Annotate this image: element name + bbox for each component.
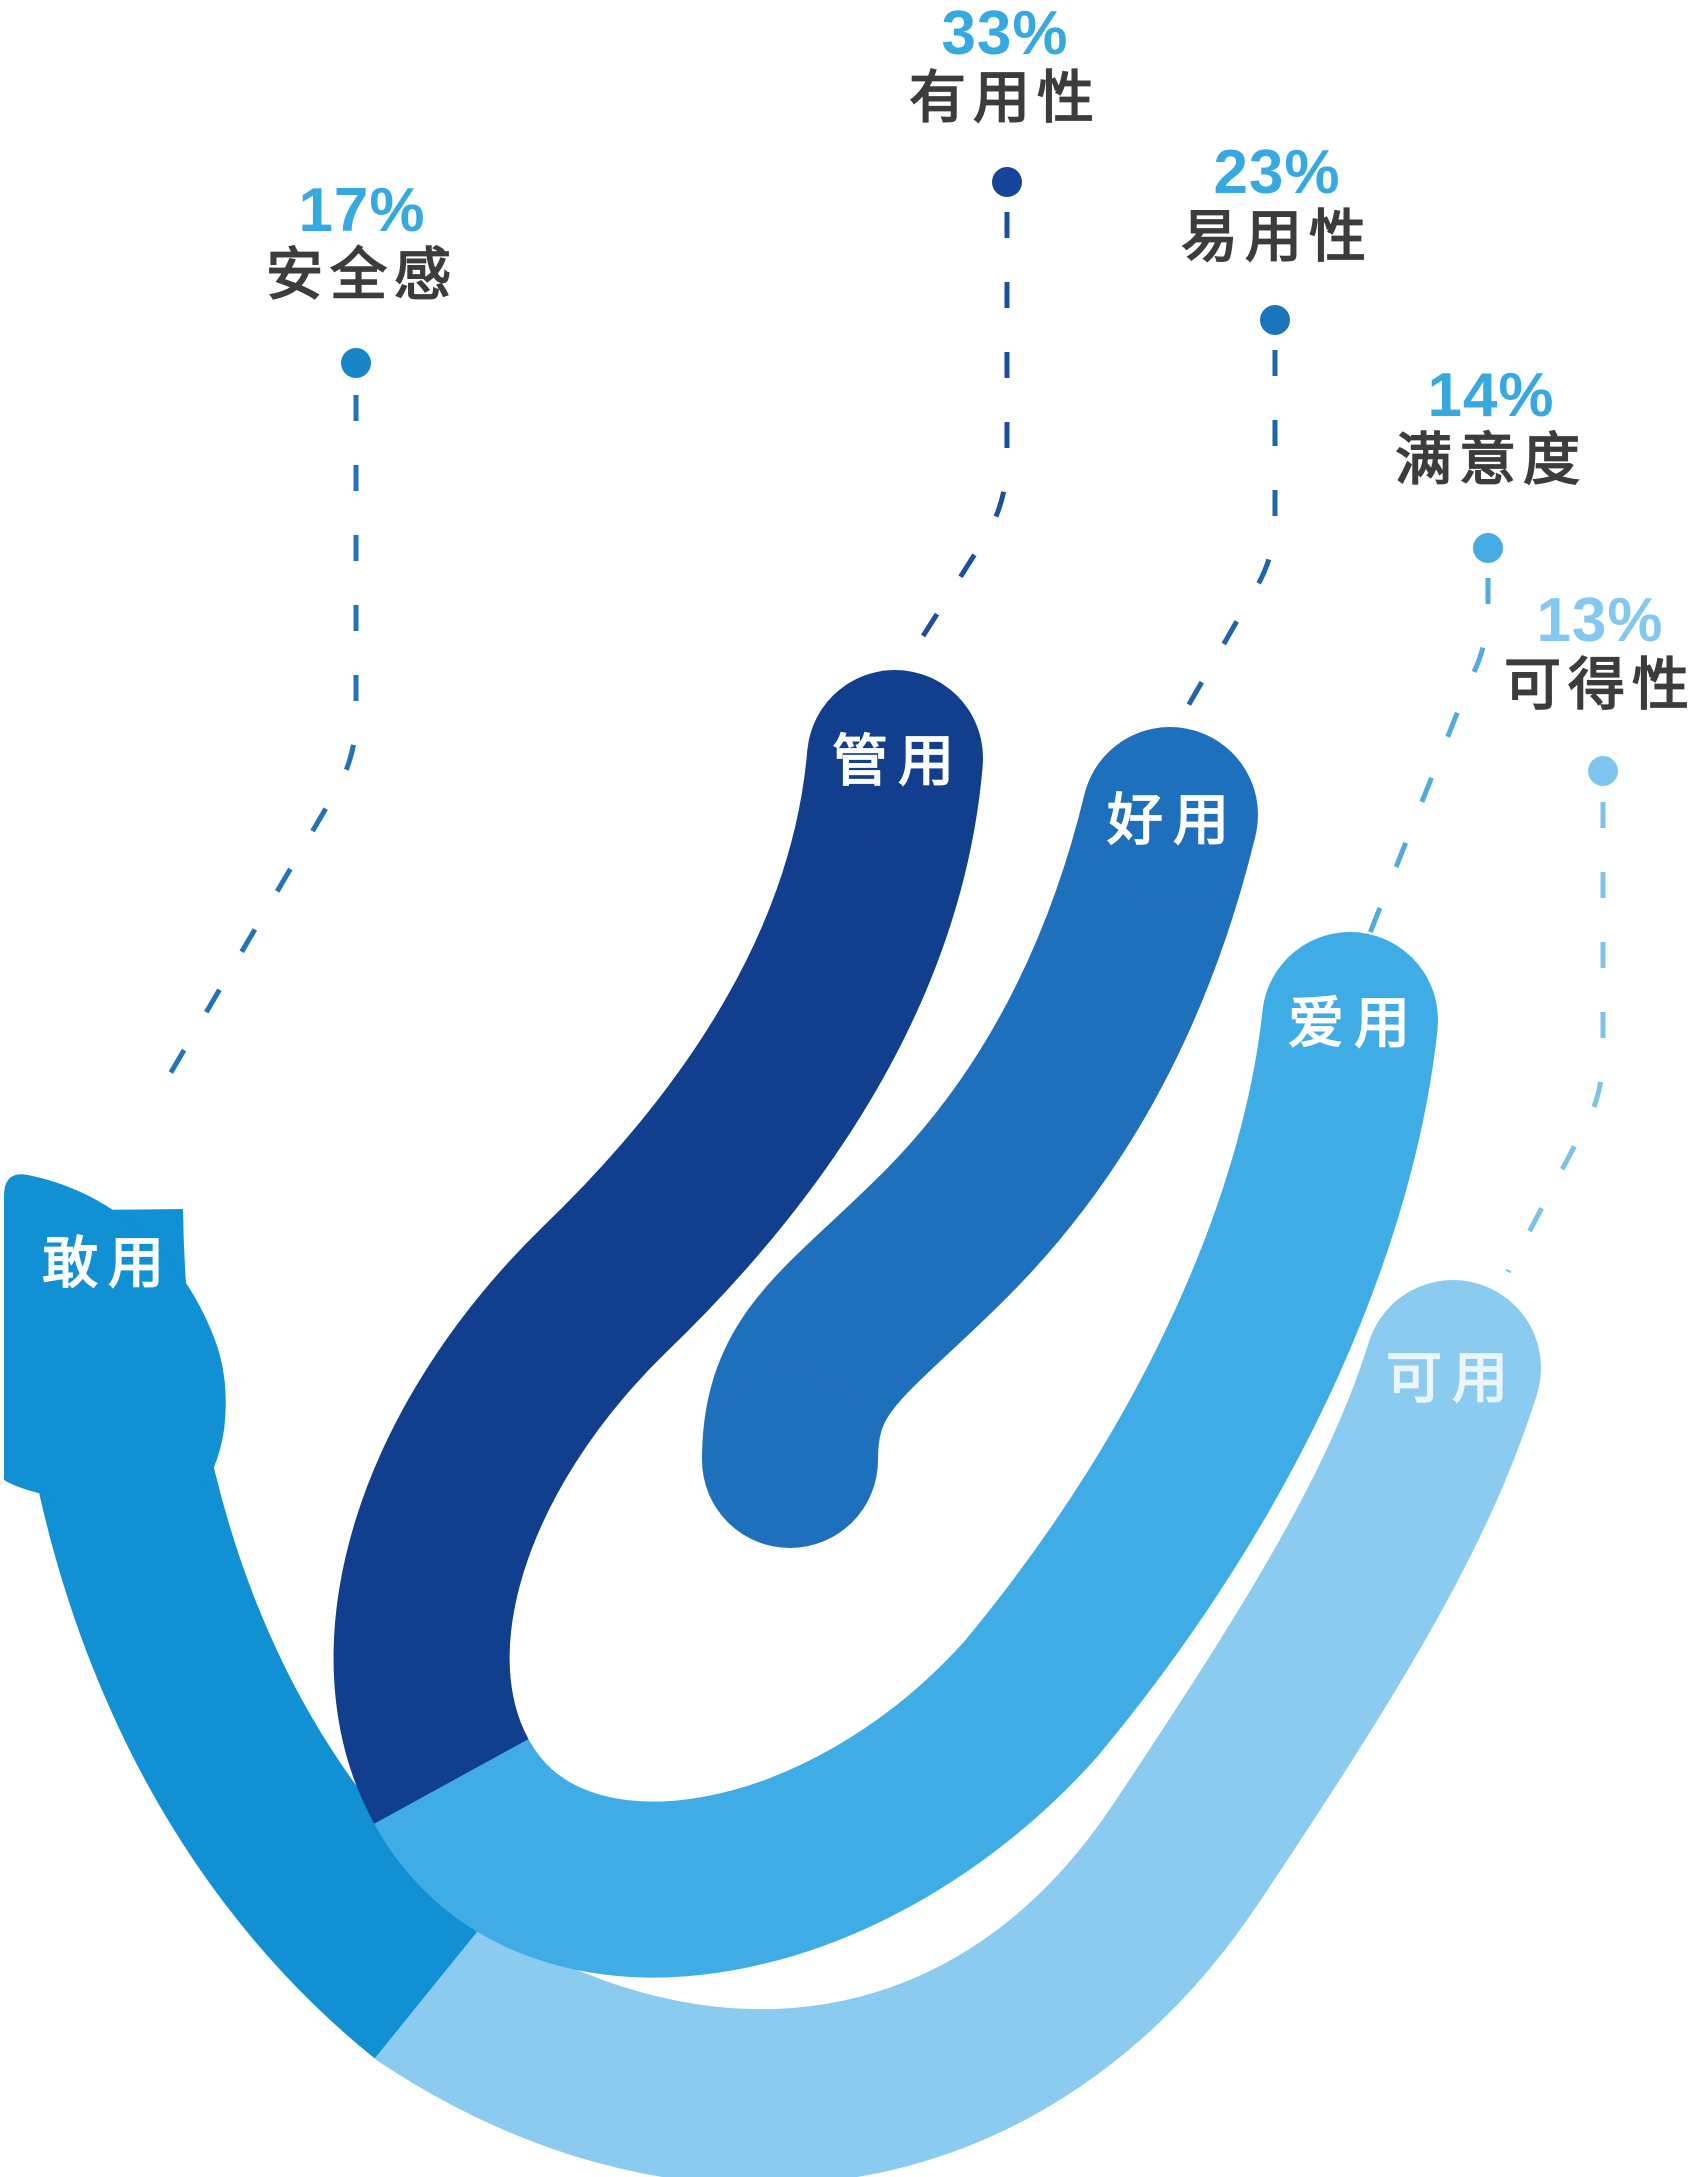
callout-percent-availability: 13% <box>1536 586 1664 655</box>
dot-safety <box>341 348 371 378</box>
callout-name-safety: 安全感 <box>266 243 458 307</box>
fingertip-aiyong <box>1262 932 1438 1108</box>
callout-connector-ease <box>1185 305 1290 708</box>
callout-connector-satisfaction <box>1365 533 1503 939</box>
fingertip-keyong <box>1365 1280 1541 1456</box>
callout-percent-ease: 23% <box>1213 138 1341 207</box>
callout-availability: 13% 可得性 <box>1504 586 1695 717</box>
finger-label-keyong: 可用 <box>1386 1346 1518 1410</box>
dot-availability <box>1588 756 1618 786</box>
ribbon-easy-haoyong <box>702 793 1256 1463</box>
callout-satisfaction: 14% 满意度 <box>1395 361 1587 492</box>
callout-connector-safety <box>150 348 371 1105</box>
callout-name-availability: 可得性 <box>1504 653 1695 717</box>
callout-percent-satisfaction: 14% <box>1427 361 1555 430</box>
callout-connector-availability <box>1505 756 1618 1274</box>
dashed-line-availability <box>1505 802 1606 1274</box>
finger-label-ganyong: 敢用 <box>42 1231 174 1295</box>
inner-ribbon <box>702 727 1258 1548</box>
outer-ribbon <box>4 1174 1541 2177</box>
dashed-line-safety <box>150 395 359 1105</box>
finger-label-aiyong: 爱用 <box>1288 991 1420 1055</box>
dashed-line-usefulness <box>910 212 1010 654</box>
dot-ease <box>1260 305 1290 335</box>
dot-satisfaction <box>1473 533 1503 563</box>
finger-label-guanyong: 管用 <box>832 729 964 793</box>
thumb-tip-sail <box>4 1174 226 1498</box>
callout-safety: 17% 安全感 <box>266 176 458 307</box>
dashed-line-satisfaction <box>1365 578 1491 939</box>
callout-ease: 23% 易用性 <box>1181 138 1373 269</box>
dot-usefulness <box>992 167 1022 197</box>
callout-name-usefulness: 有用性 <box>909 66 1101 130</box>
callout-usefulness: 33% 有用性 <box>909 0 1101 130</box>
callout-percent-usefulness: 33% <box>941 0 1069 68</box>
callout-percent-safety: 17% <box>298 176 426 245</box>
middle-ribbon <box>333 670 1438 1978</box>
callout-name-ease: 易用性 <box>1181 205 1373 269</box>
ribbon-haoyong-endcap <box>702 1372 878 1548</box>
fingertip-guanyong <box>807 670 983 846</box>
finger-label-haoyong: 好用 <box>1107 788 1239 852</box>
fingertip-haoyong <box>1082 727 1258 903</box>
ribbon-works-guanyong <box>333 749 983 1824</box>
callout-name-satisfaction: 满意度 <box>1395 428 1587 492</box>
dashed-line-ease <box>1185 350 1278 708</box>
callout-connector-usefulness <box>910 167 1022 654</box>
